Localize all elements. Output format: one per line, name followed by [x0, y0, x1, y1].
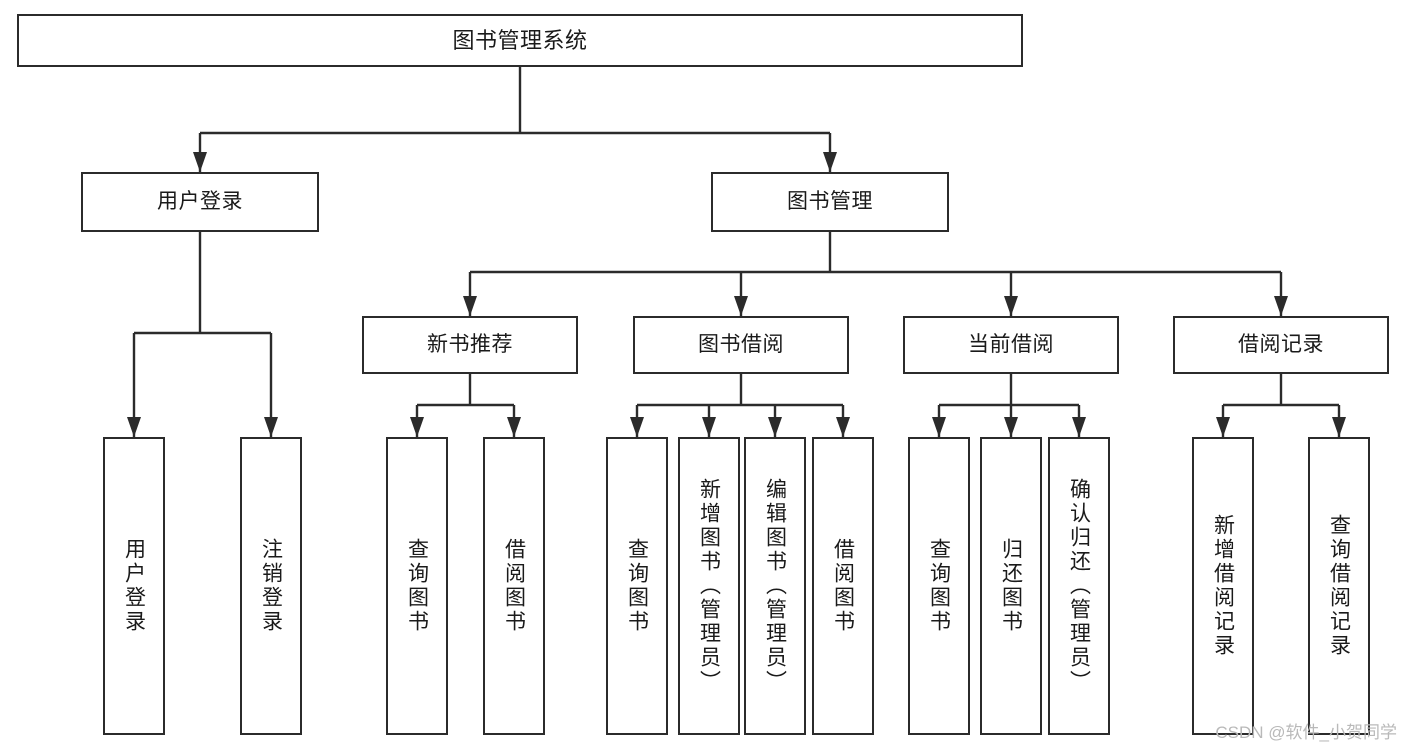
arrow-head-icon [1004, 417, 1018, 437]
arrow-head-icon [410, 417, 424, 437]
node-label: 查询图书 [927, 538, 951, 634]
arrow-head-icon [1216, 417, 1230, 437]
node-leaf-logout[interactable]: 注销登录 [240, 437, 302, 735]
node-label: 图书借阅 [698, 332, 784, 356]
arrow-head-icon [734, 296, 748, 316]
node-label: 确认归还（管理员） [1067, 478, 1091, 694]
node-leaf-query-book-2[interactable]: 查询图书 [606, 437, 668, 735]
node-new-book-rec[interactable]: 新书推荐 [362, 316, 578, 374]
node-leaf-query-book-3[interactable]: 查询图书 [908, 437, 970, 735]
node-label: 查询图书 [405, 538, 429, 634]
node-label: 查询图书 [625, 538, 649, 634]
arrow-head-icon [463, 296, 477, 316]
arrow-head-icon [932, 417, 946, 437]
node-label: 借阅记录 [1238, 332, 1324, 356]
node-leaf-add-record[interactable]: 新增借阅记录 [1192, 437, 1254, 735]
node-user-login[interactable]: 用户登录 [81, 172, 319, 232]
node-label: 归还图书 [999, 538, 1023, 634]
node-borrow-record[interactable]: 借阅记录 [1173, 316, 1389, 374]
node-book-manage[interactable]: 图书管理 [711, 172, 949, 232]
node-label: 当前借阅 [968, 332, 1054, 356]
node-leaf-add-book[interactable]: 新增图书（管理员） [678, 437, 740, 735]
arrow-head-icon [836, 417, 850, 437]
arrow-head-icon [264, 417, 278, 437]
node-label: 图书管理 [787, 189, 873, 213]
node-label: 新书推荐 [427, 332, 513, 356]
node-leaf-confirm-return[interactable]: 确认归还（管理员） [1048, 437, 1110, 735]
arrow-head-icon [1332, 417, 1346, 437]
node-root[interactable]: 图书管理系统 [17, 14, 1023, 67]
arrow-head-icon [1072, 417, 1086, 437]
node-book-borrow[interactable]: 图书借阅 [633, 316, 849, 374]
node-label: 借阅图书 [502, 538, 526, 634]
arrow-head-icon [507, 417, 521, 437]
arrow-head-icon [127, 417, 141, 437]
node-label: 新增图书（管理员） [697, 478, 721, 694]
node-leaf-query-book-1[interactable]: 查询图书 [386, 437, 448, 735]
arrow-head-icon [630, 417, 644, 437]
node-label: 注销登录 [259, 538, 283, 634]
node-leaf-user-login[interactable]: 用户登录 [103, 437, 165, 735]
node-leaf-return-book[interactable]: 归还图书 [980, 437, 1042, 735]
arrow-head-icon [1004, 296, 1018, 316]
arrow-head-icon [823, 152, 837, 172]
watermark-text: CSDN @软件_小贺同学 [1215, 723, 1397, 742]
node-label: 编辑图书（管理员） [763, 478, 787, 694]
node-label: 借阅图书 [831, 538, 855, 634]
node-label: 用户登录 [122, 538, 146, 634]
node-label: 新增借阅记录 [1211, 514, 1235, 658]
arrow-head-icon [768, 417, 782, 437]
node-current-borrow[interactable]: 当前借阅 [903, 316, 1119, 374]
node-label: 图书管理系统 [452, 27, 588, 53]
node-label: 用户登录 [157, 189, 243, 213]
node-leaf-borrow-book-2[interactable]: 借阅图书 [812, 437, 874, 735]
node-label: 查询借阅记录 [1327, 514, 1351, 658]
arrow-head-icon [193, 152, 207, 172]
arrow-head-icon [1274, 296, 1288, 316]
arrow-head-icon [702, 417, 716, 437]
node-leaf-borrow-book-1[interactable]: 借阅图书 [483, 437, 545, 735]
node-leaf-query-record[interactable]: 查询借阅记录 [1308, 437, 1370, 735]
node-leaf-edit-book[interactable]: 编辑图书（管理员） [744, 437, 806, 735]
